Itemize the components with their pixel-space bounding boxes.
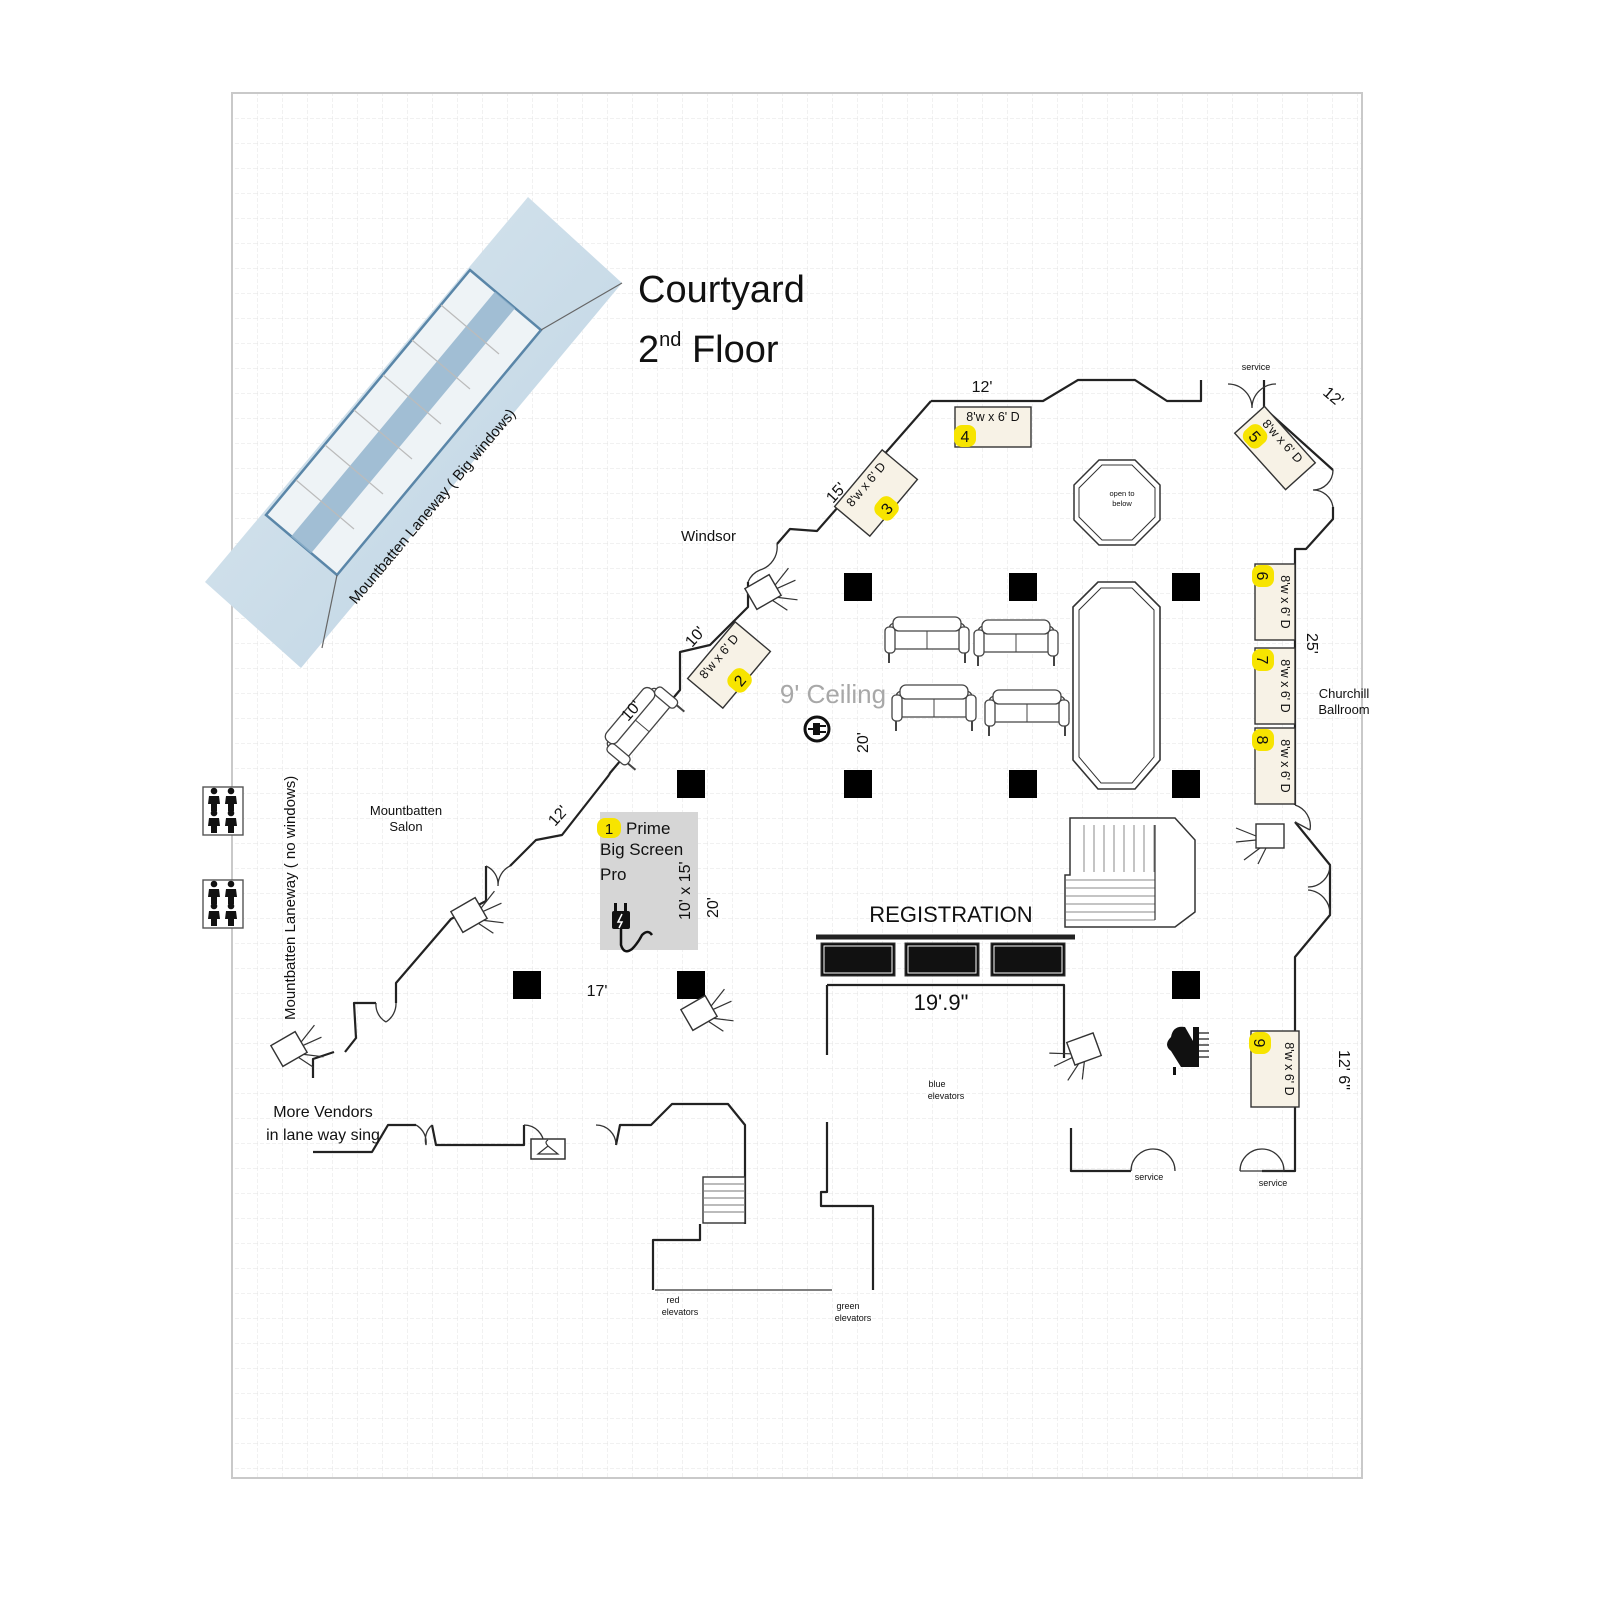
prime-line3: Pro: [600, 865, 626, 884]
booth-size-label: 8'w x 6' D: [1278, 575, 1292, 628]
booth-size-label: 8'w x 6' D: [1282, 1042, 1296, 1095]
booth-4: 8'w x 6' D 4: [954, 406, 1032, 448]
booth-number-badge: [1252, 565, 1274, 587]
booth-number-badge: [954, 425, 976, 447]
churchill-label-1: Churchill: [1319, 686, 1370, 701]
restroom-icon: [202, 786, 244, 836]
green-elevators-label-1: green: [836, 1301, 859, 1311]
long-octagon-table: [1072, 581, 1161, 790]
red-elevators-label-1: red: [666, 1295, 679, 1305]
booth-7: 8'w x 6' D 7: [1252, 647, 1296, 725]
prime-booth: 1 Prime Big Screen Pro 10' x 15': [597, 812, 698, 953]
booth-number-badge: [1252, 649, 1274, 671]
booth-number: 7: [1253, 656, 1270, 665]
booth-number: 9: [1250, 1039, 1267, 1048]
title-line1: Courtyard: [638, 269, 805, 311]
booth-size-label: 8'w x 6' D: [966, 410, 1019, 424]
staircase-registration: [1064, 817, 1196, 928]
blue-elevators-label-1: blue: [928, 1079, 945, 1089]
service-label: service: [1242, 362, 1271, 372]
doors: [375, 383, 1334, 1172]
blue-elevators-label-2: elevators: [928, 1091, 965, 1101]
booth-size-label: 8'w x 6' D: [1278, 659, 1292, 712]
staircase-south: [702, 1176, 746, 1224]
dimension-label: 17': [587, 983, 608, 1000]
dimension-label: 19'.9": [914, 990, 969, 1015]
grand-piano-icon: [1167, 1026, 1209, 1075]
booth-number-badge: [1249, 1032, 1271, 1054]
title-line2: 2nd Floor: [638, 329, 779, 371]
dimension-label: 20': [705, 897, 722, 918]
vendors-label-2: in lane way sing: [266, 1127, 380, 1144]
booth-number-badge: [727, 668, 752, 693]
booth-number-badge: [1242, 424, 1268, 449]
booth-number-badge: [1252, 729, 1274, 751]
booth-number: 4: [961, 429, 970, 446]
booth-6: 8'w x 6' D 6: [1252, 563, 1296, 641]
power-plug-icon: [612, 903, 654, 953]
dimension-label: 20': [855, 732, 872, 753]
svg-text:below: below: [1112, 499, 1132, 508]
salon-label-2: Salon: [389, 819, 422, 834]
pillars: [513, 573, 1200, 999]
restroom-icon: [202, 879, 244, 929]
red-elevators-label-2: elevators: [662, 1307, 699, 1317]
ceiling-label: 9' Ceiling: [780, 679, 886, 709]
dimension-label: 12': [972, 379, 993, 396]
booth-number-badge: [874, 496, 899, 521]
booth-size-label: 8'w x 6' D: [1278, 739, 1292, 792]
booth-number: 6: [1253, 572, 1270, 581]
laneway-no-windows-label: Mountbatten Laneway ( no windows): [282, 776, 299, 1020]
vendors-label-1: More Vendors: [273, 1104, 373, 1121]
prime-size: 10' x 15': [677, 861, 694, 920]
service-label: service: [1135, 1172, 1164, 1182]
dimension-label: 25': [1303, 633, 1320, 654]
prime-line2: Big Screen: [600, 840, 683, 859]
svg-text:open to: open to: [1109, 489, 1134, 498]
registration-label: REGISTRATION: [869, 902, 1032, 927]
windsor-label: Windsor: [681, 528, 736, 545]
booth-9: 8'w x 6' D 9: [1249, 1030, 1300, 1108]
coat-hanger-icon: [530, 1138, 566, 1160]
registration-desk: REGISTRATION: [820, 902, 1066, 977]
power-outlet-icon: [803, 715, 831, 743]
booth-8: 8'w x 6' D 8: [1252, 727, 1296, 805]
salon-label-1: Mountbatten: [370, 803, 442, 818]
prime-booth-number: 1: [605, 821, 613, 838]
green-elevators-label-2: elevators: [835, 1313, 872, 1323]
service-label: service: [1259, 1178, 1288, 1188]
prime-line1: Prime: [626, 819, 670, 838]
booth-number: 8: [1253, 736, 1270, 745]
churchill-label-2: Ballroom: [1318, 702, 1369, 717]
dimension-label: 12' 6": [1335, 1050, 1352, 1090]
open-to-below: open to below: [1073, 459, 1161, 546]
